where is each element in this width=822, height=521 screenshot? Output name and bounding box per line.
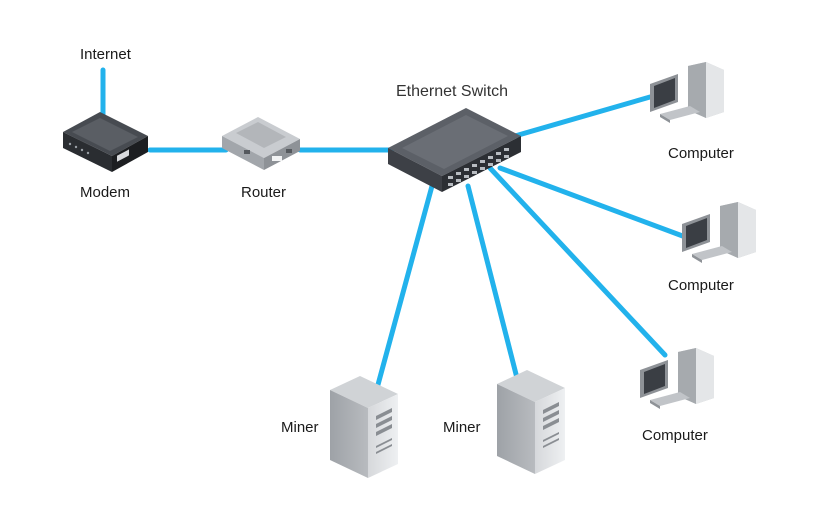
link-switch-computer-1 bbox=[512, 94, 653, 139]
link-switch-computer-2 bbox=[497, 165, 691, 241]
label-computer-3: Computer bbox=[642, 427, 708, 444]
label-internet: Internet bbox=[80, 46, 131, 63]
label-modem: Modem bbox=[80, 184, 131, 201]
label-router: Router bbox=[241, 184, 287, 201]
router-icon bbox=[222, 117, 300, 170]
label-miner-1: Miner bbox=[281, 419, 319, 436]
label-computer-2: Computer bbox=[668, 277, 734, 294]
connection-links bbox=[100, 67, 691, 395]
label-miner-2: Miner bbox=[443, 419, 481, 436]
computer-2-icon bbox=[682, 202, 756, 263]
ethernet-switch-icon bbox=[388, 108, 521, 192]
label-ethernet-switch: Ethernet Switch bbox=[396, 83, 509, 100]
miner-1-server-icon bbox=[330, 376, 398, 478]
computer-1-icon bbox=[650, 62, 724, 123]
modem-icon bbox=[63, 112, 148, 172]
label-computer-1: Computer bbox=[668, 145, 734, 162]
link-switch-miner-2 bbox=[465, 183, 521, 385]
link-switch-computer-3 bbox=[487, 165, 668, 358]
link-switch-miner-1 bbox=[373, 183, 435, 395]
computer-3-icon bbox=[640, 348, 714, 409]
miner-2-server-icon bbox=[497, 370, 565, 474]
